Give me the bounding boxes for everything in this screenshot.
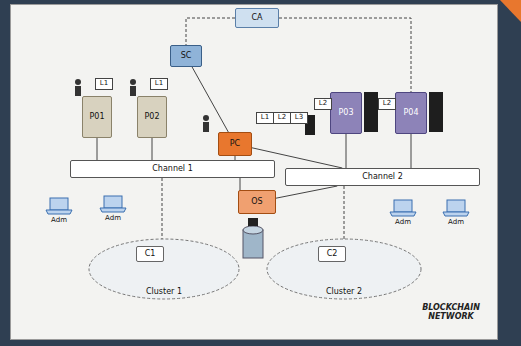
node-label: P02 <box>144 113 159 122</box>
server-icons <box>305 92 443 135</box>
node-label: Cluster 2 <box>326 288 362 297</box>
connector <box>192 67 228 132</box>
node-label: P04 <box>403 109 418 118</box>
node-box: CA <box>235 8 279 28</box>
node-label: Channel 2 <box>362 173 402 182</box>
node-label: Channel 1 <box>152 165 192 174</box>
ledger-label: L2 <box>378 98 396 110</box>
connector <box>346 134 347 168</box>
node-label: SC <box>181 52 192 61</box>
corner-accent <box>500 0 521 22</box>
cluster-region: Cluster 1 C1 <box>88 238 240 300</box>
connector <box>276 186 337 198</box>
node-label: P03 <box>338 109 353 118</box>
node-box: P03 <box>330 92 362 134</box>
connector <box>240 178 241 190</box>
ledger-label: L1 <box>256 112 274 124</box>
cluster-region: Cluster 2 C2 <box>266 238 422 300</box>
node-label: P01 <box>89 113 104 122</box>
ledger-label: L2 <box>314 98 332 110</box>
node-label: CA <box>251 14 262 23</box>
node-label: PC <box>230 140 240 149</box>
node-box: Channel 1 <box>70 160 275 178</box>
ledger-label: L1 <box>95 78 113 90</box>
connector <box>344 186 345 246</box>
device-label: Adm <box>100 215 126 223</box>
node-box: P02 <box>137 96 167 138</box>
connector <box>411 134 412 168</box>
node-box: OS <box>238 190 276 214</box>
connector <box>279 18 411 92</box>
node-box: Channel 2 <box>285 168 480 186</box>
node-label: C1 <box>145 250 156 259</box>
connector <box>162 178 163 246</box>
network-label: BLOCKCHAIN NETWORK <box>415 304 487 322</box>
node-box: P04 <box>395 92 427 134</box>
device-label: Adm <box>443 219 469 227</box>
ledger-label: L3 <box>290 112 308 124</box>
device-label: Adm <box>46 217 72 225</box>
node-box: P01 <box>82 96 112 138</box>
node-box: SC <box>170 45 202 67</box>
node-label: C2 <box>327 250 338 259</box>
node-box: C1 <box>136 246 164 262</box>
connector <box>186 18 235 45</box>
ledger-label: L1 <box>150 78 168 90</box>
device-label: Adm <box>390 219 416 227</box>
node-label: OS <box>251 198 262 207</box>
database-icon <box>243 218 263 258</box>
node-label: Cluster 1 <box>146 288 182 297</box>
connector <box>97 138 98 160</box>
ledger-label: L2 <box>273 112 291 124</box>
node-box: PC <box>218 132 252 156</box>
connector <box>152 138 153 160</box>
node-box: C2 <box>318 246 346 262</box>
